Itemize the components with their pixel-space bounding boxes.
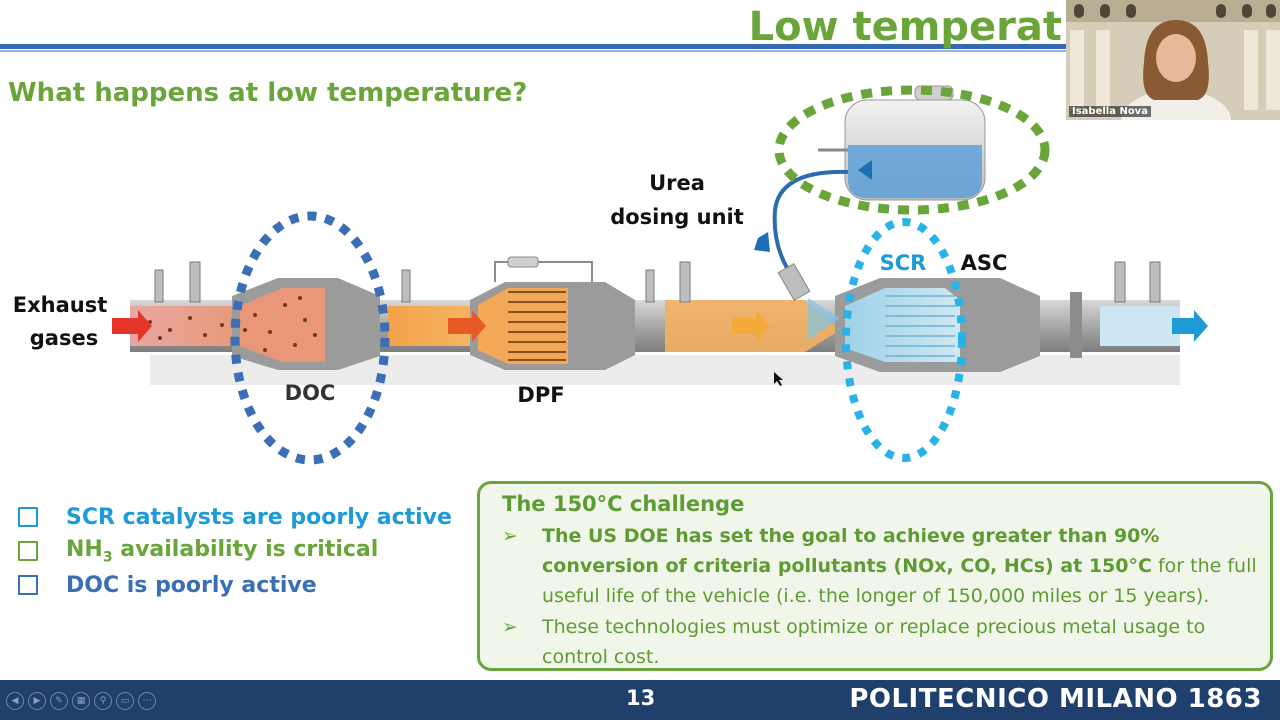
urea-tank-highlight-ellipse — [774, 85, 1050, 215]
dpf-core — [478, 288, 568, 364]
dpf-pressure-line — [494, 261, 593, 282]
bullet-item: NH3 availability is critical — [18, 534, 452, 568]
urea-fluid — [848, 145, 982, 198]
next-slide-icon[interactable]: ▶ — [28, 692, 46, 710]
sensors — [154, 261, 1161, 303]
title-divider-light — [0, 50, 1080, 52]
slide-footer: ◀ ▶ ✎ ▦ ⚲ ▭ ⋯ 13 POLITECNICO MILANO 1863 — [0, 680, 1280, 720]
previous-slide-icon[interactable]: ◀ — [6, 692, 24, 710]
title-bar: Low temperat — [0, 0, 1280, 56]
checkbox-bullet-icon — [18, 575, 38, 595]
bullet-text: NH3 availability is critical — [66, 536, 379, 566]
urea-label-line1: Urea — [649, 171, 705, 195]
doc-outlet-arrow — [448, 310, 486, 342]
exhaust-label-line2: gases — [30, 326, 98, 350]
participant-name: Isabella Nova — [1069, 106, 1151, 117]
title-divider — [0, 44, 1080, 49]
dpf-sensor — [507, 256, 539, 268]
pen-icon[interactable]: ✎ — [50, 692, 68, 710]
doc-label: DOC — [285, 381, 336, 405]
bullet-text: DOC is poorly active — [66, 572, 317, 598]
bullet-item: SCR catalysts are poorly active — [18, 500, 452, 534]
bullet-item: DOC is poorly active — [18, 568, 452, 602]
dosing-injector — [777, 262, 811, 302]
participant-video[interactable]: Isabella Nova — [1066, 0, 1280, 120]
scr-channels — [885, 295, 955, 357]
urea-label-line2: dosing unit — [610, 205, 744, 229]
challenge-box: The 150°C challenge ➢ The US DOE has set… — [477, 481, 1273, 671]
checkbox-bullet-icon — [18, 541, 38, 561]
bullet-text: SCR catalysts are poorly active — [66, 504, 452, 530]
outlet-flange — [1070, 292, 1082, 358]
video-feed — [1066, 0, 1280, 120]
outlet-gas — [1100, 306, 1180, 346]
more-options-icon[interactable]: ⋯ — [138, 692, 156, 710]
subtitles-icon[interactable]: ▭ — [116, 692, 134, 710]
challenge-title: The 150°C challenge — [502, 492, 745, 516]
mouse-cursor-icon — [774, 372, 783, 386]
asc-label: ASC — [961, 251, 1008, 275]
arrow-bullet-icon: ➢ — [502, 616, 518, 638]
scr-label: SCR — [880, 251, 927, 275]
doc-core — [240, 288, 325, 362]
scr-highlight-ellipse — [842, 218, 966, 462]
slide-subtitle: What happens at low temperature? — [8, 78, 528, 108]
checkbox-bullet-icon — [18, 507, 38, 527]
dosing-hose — [772, 169, 849, 282]
zoom-icon[interactable]: ⚲ — [94, 692, 112, 710]
outlet-arrow — [1172, 310, 1208, 342]
scr-core — [845, 288, 960, 362]
tank-flow-arrow — [858, 160, 872, 180]
footer-brand: POLITECNICO MILANO 1863 — [849, 684, 1262, 714]
challenge-item: ➢ The US DOE has set the goal to achieve… — [502, 521, 1262, 611]
exhaust-system-diagram: Exhaust gases DOC DPF Urea dosing unit S… — [13, 85, 1208, 465]
doc-highlight-ellipse — [230, 211, 390, 465]
dpf-label: DPF — [517, 383, 564, 407]
mixer-arrow — [732, 310, 770, 342]
urea-pointer-arrow — [754, 232, 770, 252]
slideshow-controls: ◀ ▶ ✎ ▦ ⚲ ▭ ⋯ — [6, 692, 156, 710]
challenge-item: ➢ These technologies must optimize or re… — [502, 612, 1262, 672]
urea-spray — [808, 298, 840, 340]
arrow-bullet-icon: ➢ — [502, 525, 518, 547]
exhaust-label-line1: Exhaust — [13, 293, 108, 317]
slide-title: Low temperat — [748, 4, 1062, 50]
dpf-channels — [508, 291, 566, 361]
slides-grid-icon[interactable]: ▦ — [72, 692, 90, 710]
inlet-arrow — [112, 310, 152, 342]
page-number: 13 — [626, 686, 656, 710]
bullet-list: SCR catalysts are poorly active NH3 avai… — [18, 500, 452, 602]
